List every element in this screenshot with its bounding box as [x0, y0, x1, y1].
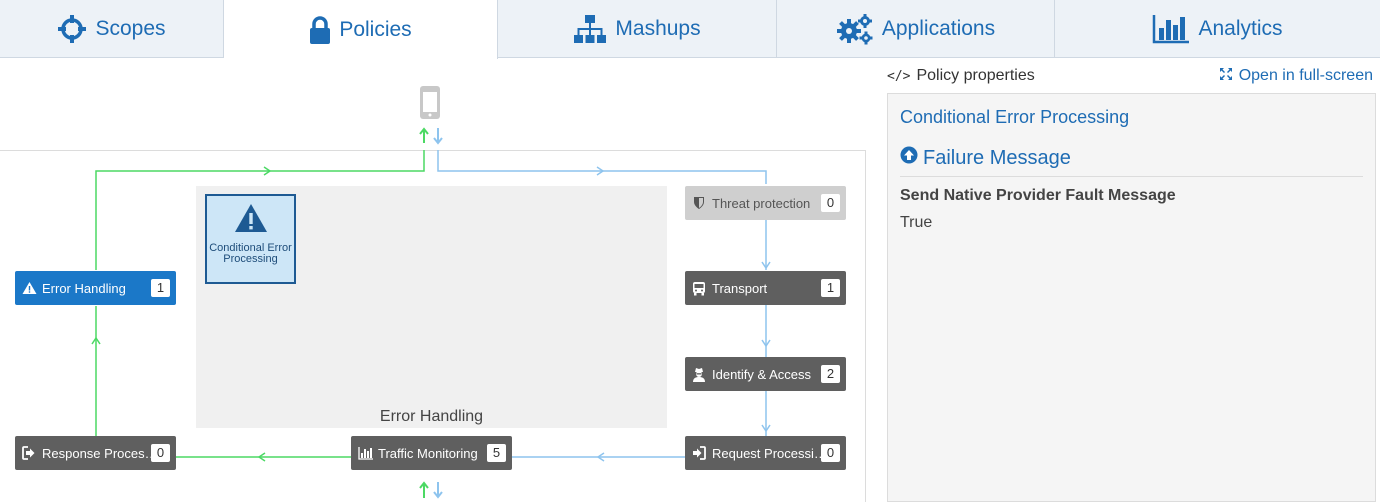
step-transport[interactable]: Transport 1 [685, 271, 846, 305]
tab-applications-label: Applications [881, 17, 996, 40]
bus-icon [691, 280, 707, 296]
tab-applications[interactable]: Applications [777, 0, 1055, 58]
sign-out-icon [21, 445, 37, 461]
tab-policies-label: Policies [339, 17, 412, 41]
step-error-handling-count: 1 [151, 279, 170, 297]
flow-canvas [0, 150, 866, 502]
tab-scopes-label: Scopes [95, 17, 166, 40]
properties-panel: Conditional Error Processing Failure Mes… [887, 93, 1376, 502]
step-error-handling[interactable]: Error Handling 1 [15, 271, 176, 305]
step-response-processing[interactable]: Response Proces… 0 [15, 436, 176, 470]
arrow-circle-up-icon [900, 146, 918, 170]
step-error-handling-label: Error Handling [42, 280, 126, 296]
open-full-screen-link[interactable]: Open in full-screen [1219, 67, 1373, 86]
crosshair-icon [57, 14, 87, 44]
step-request-processing[interactable]: Request Processi… 0 [685, 436, 846, 470]
step-request-processing-label: Request Processi… [712, 445, 827, 461]
step-threat-protection-count: 0 [821, 194, 840, 212]
user-secret-icon [691, 366, 707, 382]
tab-analytics[interactable]: Analytics [1055, 0, 1380, 58]
lock-icon [309, 15, 331, 45]
shield-icon [691, 195, 707, 211]
failure-message-section[interactable]: Failure Message [900, 146, 1071, 170]
code-icon: </> [887, 68, 911, 84]
step-traffic-monitoring-label: Traffic Monitoring [378, 445, 478, 461]
main-tab-bar: Scopes Policies Mashups [0, 0, 1380, 59]
step-identify-access-label: Identify & Access [712, 366, 811, 382]
bar-chart-icon [357, 445, 373, 461]
send-native-fault-value: True [900, 214, 933, 231]
flow-connectors [91, 86, 771, 499]
step-identify-access[interactable]: Identify & Access 2 [685, 357, 846, 391]
section-divider [900, 176, 1363, 177]
tab-policies[interactable]: Policies [224, 0, 498, 59]
sitemap-icon [573, 14, 607, 44]
send-native-fault-label: Send Native Provider Fault Message [900, 187, 1176, 204]
policy-card-label: Conditional Error Processing [209, 242, 292, 265]
step-identify-access-count: 2 [821, 365, 840, 383]
sign-in-icon [691, 445, 707, 461]
tab-mashups-label: Mashups [615, 17, 701, 40]
open-full-screen-label: Open in full-screen [1238, 67, 1373, 84]
tab-scopes[interactable]: Scopes [0, 0, 224, 58]
step-request-processing-count: 0 [821, 444, 840, 462]
step-transport-label: Transport [712, 280, 768, 296]
properties-header: </> Policy properties Open in full-scree… [887, 62, 1373, 90]
properties-title: </> Policy properties [887, 67, 1035, 85]
step-threat-protection[interactable]: Threat protection 0 [685, 186, 846, 220]
tab-mashups[interactable]: Mashups [498, 0, 777, 58]
policy-card-conditional-error-processing[interactable]: Conditional Error Processing [205, 194, 296, 284]
mobile-phone-icon [420, 86, 440, 119]
warning-icon [21, 280, 37, 296]
warning-icon [233, 196, 269, 239]
error-handling-zone-label: Error Handling [379, 408, 484, 425]
step-threat-protection-label: Threat protection [712, 195, 811, 211]
step-response-processing-label: Response Proces… [42, 445, 158, 461]
expand-icon [1219, 67, 1233, 86]
properties-title-label: Policy properties [916, 67, 1035, 84]
bar-chart-icon [1152, 14, 1190, 44]
policy-title: Conditional Error Processing [900, 107, 1130, 127]
step-traffic-monitoring-count: 5 [487, 444, 506, 462]
failure-message-label: Failure Message [923, 146, 1071, 169]
step-transport-count: 1 [821, 279, 840, 297]
step-traffic-monitoring[interactable]: Traffic Monitoring 5 [351, 436, 512, 470]
gears-icon [836, 13, 874, 45]
tab-analytics-label: Analytics [1198, 17, 1283, 40]
step-response-processing-count: 0 [151, 444, 170, 462]
